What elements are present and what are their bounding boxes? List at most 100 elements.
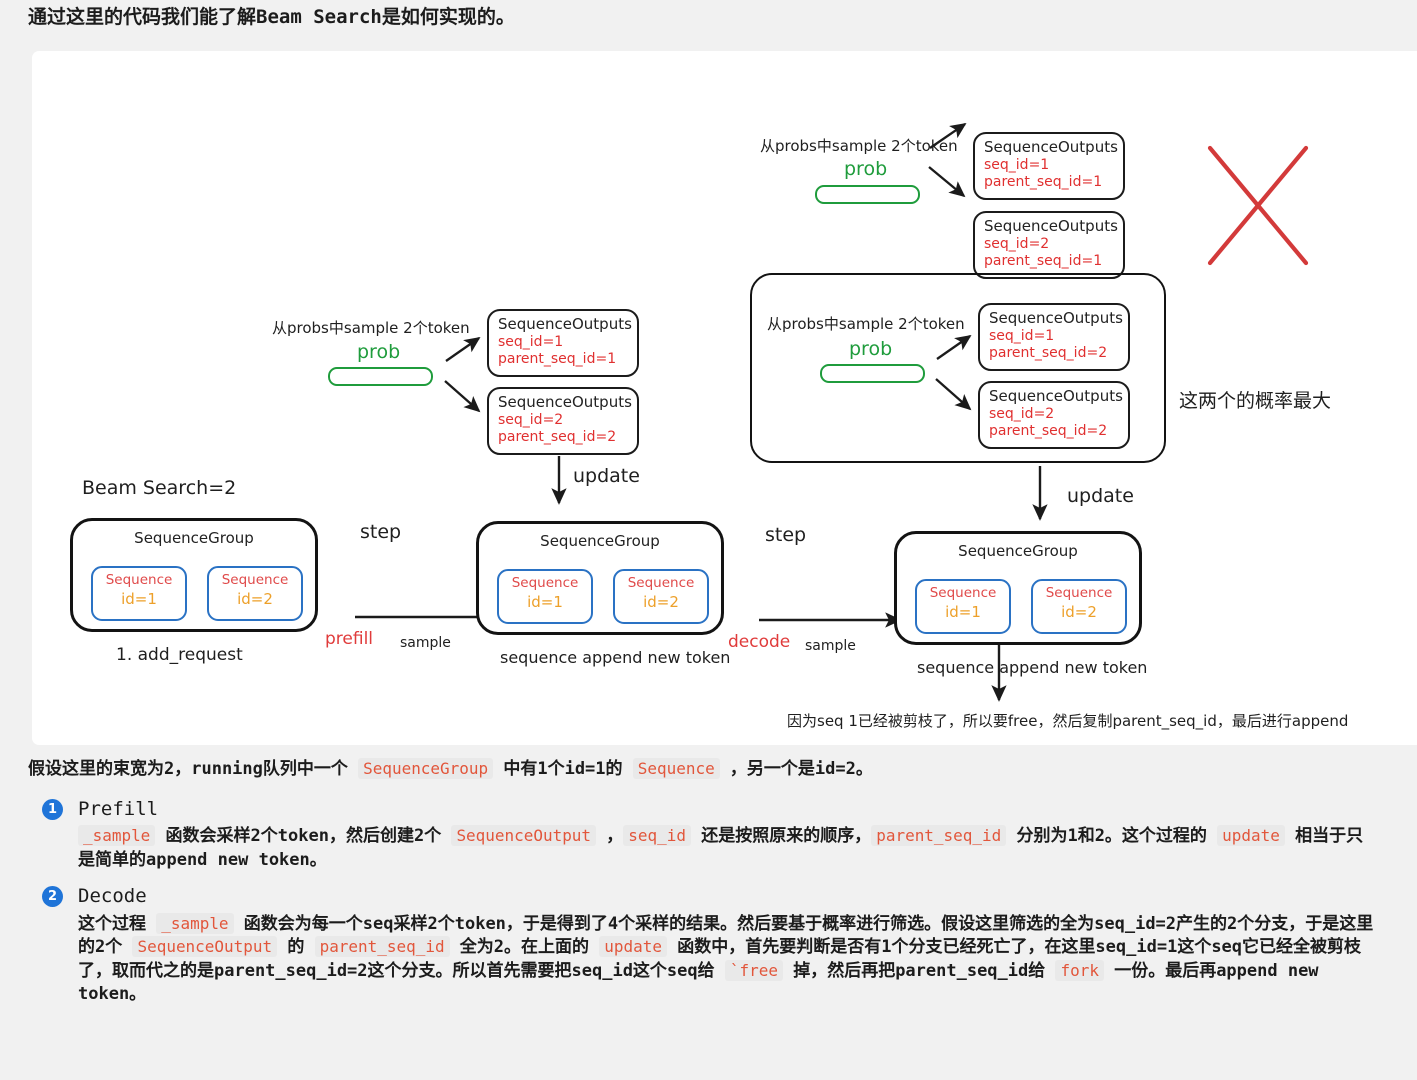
step-2-text-1: 函数会为每一个seq采样2个token，于是得到了4个采样的结果。然后要基于概率… (78, 913, 1374, 958)
inline-code-update: update (599, 936, 667, 958)
seqout-seq-id: seq_id=1 (984, 156, 1050, 173)
seqout-seq-id: seq_id=2 (498, 411, 564, 428)
sequence-id: id=1 (527, 592, 563, 611)
inline-code-sample: _sample (78, 825, 156, 847)
update-label-2: update (1067, 485, 1134, 507)
bottom-note: 因为seq 1已经被剪枝了，所以要free，然后复制parent_seq_id，… (787, 712, 1349, 730)
step-2-text-4: 函数中，首先要判断是否有1个分支已经死亡了，在这里seq_id=1这个seq它已… (78, 937, 1362, 981)
mid-left-sample-note: 从probs中sample 2个token (272, 319, 470, 337)
group-3-caption: sequence append new token (917, 658, 1148, 677)
inline-code-sequencegroup: SequenceGroup (358, 758, 494, 779)
sequence-chip: Sequence id=2 (207, 566, 303, 621)
transition-2-sample-label: sample (805, 638, 856, 654)
sequence-id: id=2 (643, 592, 679, 611)
sequence-group-title: SequenceGroup (134, 529, 254, 547)
top-prob-label: prob (844, 158, 888, 180)
sequence-chip: Sequence id=2 (613, 569, 709, 624)
sequence-label: Sequence (627, 575, 695, 591)
diagram-strokes (355, 122, 1309, 702)
seqout-title: SequenceOutputs (498, 393, 632, 411)
sequence-group-3: SequenceGroup Sequence id=1 Sequence id=… (894, 531, 1142, 645)
seqout-parent-seq-id: parent_seq_id=1 (984, 252, 1103, 269)
sequence-chip: Sequence id=1 (497, 569, 593, 624)
sequence-label: Sequence (929, 585, 997, 601)
inline-code-free: `free (724, 959, 783, 981)
mid-right-prob-label: prob (849, 338, 893, 360)
seqout-seq-id: seq_id=2 (984, 235, 1050, 252)
sequence-id: id=2 (1061, 602, 1097, 621)
inline-code-sequenceoutput: SequenceOutput (132, 936, 278, 958)
transition-2-step-label: step (765, 524, 807, 546)
page-title: 通过这里的代码我们能了解Beam Search是如何实现的。 (28, 6, 515, 28)
sequence-group-title: SequenceGroup (540, 532, 660, 550)
step-1-content: Prefill _sample 函数会采样2个token，然后创建2个 Sequ… (0, 797, 1417, 873)
step-1-text-2: ， (596, 826, 624, 847)
seqout-title: SequenceOutputs (984, 138, 1118, 156)
update-label-1: update (573, 465, 640, 487)
step-2-text-5: 掉，然后再把parent_seq_id给 (782, 960, 1056, 981)
sequence-chip: Sequence id=2 (1031, 579, 1127, 634)
beam-search-label: Beam Search=2 (82, 477, 237, 499)
transition-2-phase-label: decode (728, 632, 791, 652)
probability-annotation: 这两个的概率最大 (1179, 390, 1332, 412)
step-2-text-6: 一份。最后再append new token。 (78, 960, 1319, 1005)
mid-left-sequence-output-2: SequenceOutputs seq_id=2 parent_seq_id=2 (487, 387, 639, 455)
mid-left-prob-box (328, 367, 433, 386)
seqout-seq-id: seq_id=1 (498, 333, 564, 350)
sequence-group-1: SequenceGroup Sequence id=1 Sequence id=… (70, 518, 318, 632)
transition-1-sample-label: sample (400, 635, 451, 651)
seqout-parent-seq-id: parent_seq_id=2 (989, 344, 1108, 361)
inline-code-sequenceoutput: SequenceOutput (451, 825, 597, 847)
step-1-text-5: 相当于只是简单的append new token。 (78, 826, 1364, 870)
step-prefill: 1 Prefill _sample 函数会采样2个token，然后创建2个 Se… (0, 797, 1417, 873)
inline-code-update: update (1217, 825, 1285, 847)
step-1-text-4: 分别为1和2。这个过程的 (1006, 826, 1218, 847)
seqout-parent-seq-id: parent_seq_id=2 (498, 428, 617, 445)
mid-right-sequence-output-2: SequenceOutputs seq_id=2 parent_seq_id=2 (978, 381, 1130, 449)
step-1-text-3: 还是按照原来的顺序， (690, 826, 872, 847)
step-2-text-2: 的 (277, 937, 315, 958)
sequence-id: id=2 (237, 589, 273, 608)
sequence-chip: Sequence id=1 (91, 566, 187, 621)
seqout-seq-id: seq_id=2 (989, 405, 1055, 422)
seqout-title: SequenceOutputs (989, 309, 1123, 327)
step-1-body: _sample 函数会采样2个token，然后创建2个 SequenceOutp… (78, 825, 1389, 872)
inline-code-seq-id: seq_id (623, 825, 691, 847)
mid-left-sequence-output-1: SequenceOutputs seq_id=1 parent_seq_id=1 (487, 309, 639, 377)
seqout-parent-seq-id: parent_seq_id=1 (984, 173, 1103, 190)
step-2-text-3: 全为2。在上面的 (449, 937, 600, 958)
mid-right-group-container (750, 273, 1166, 463)
mid-right-sample-note: 从probs中sample 2个token (767, 315, 965, 333)
inline-code-fork: fork (1055, 959, 1104, 981)
sequence-group-title: SequenceGroup (958, 542, 1078, 560)
inline-code-sequence: Sequence (632, 758, 720, 779)
transition-1-step-label: step (360, 521, 402, 543)
lead-text-1: 假设这里的束宽为2，running队列中一个 (28, 759, 359, 779)
transition-1-phase-label: prefill (325, 629, 374, 649)
top-prob-box (815, 185, 920, 204)
lead-text-2: 中有1个id=1的 (493, 759, 633, 779)
lead-text-3: ，另一个是id=2。 (719, 759, 873, 779)
step-1-title: Prefill (78, 797, 159, 820)
prose-section: 假设这里的束宽为2，running队列中一个 SequenceGroup 中有1… (0, 757, 1417, 1019)
seqout-title: SequenceOutputs (989, 387, 1123, 405)
sequence-chip: Sequence id=1 (915, 579, 1011, 634)
mid-right-sequence-output-1: SequenceOutputs seq_id=1 parent_seq_id=2 (978, 303, 1130, 371)
inline-code-parent-seq-id: parent_seq_id (314, 936, 450, 958)
step-2-title: Decode (78, 885, 147, 908)
inline-code-sample: _sample (156, 912, 234, 934)
step-2-text-0: 这个过程 (78, 913, 157, 934)
sequence-label: Sequence (511, 575, 579, 591)
sequence-label: Sequence (221, 572, 289, 588)
mid-left-prob-label: prob (357, 341, 401, 363)
step-1-text-1: 函数会采样2个token，然后创建2个 (155, 826, 452, 847)
top-sequence-output-2: SequenceOutputs seq_id=2 parent_seq_id=1 (973, 211, 1125, 279)
seqout-seq-id: seq_id=1 (989, 327, 1055, 344)
step-badge-1: 1 (42, 798, 63, 820)
seqout-parent-seq-id: parent_seq_id=2 (989, 422, 1108, 439)
sequence-group-2: SequenceGroup Sequence id=1 Sequence id=… (476, 521, 724, 635)
mid-right-prob-box (820, 364, 925, 383)
step-decode: 2 Decode 这个过程 _sample 函数会为每一个seq采样2个toke… (0, 884, 1417, 1006)
sequence-label: Sequence (105, 572, 173, 588)
group-1-caption: 1. add_request (116, 645, 243, 665)
